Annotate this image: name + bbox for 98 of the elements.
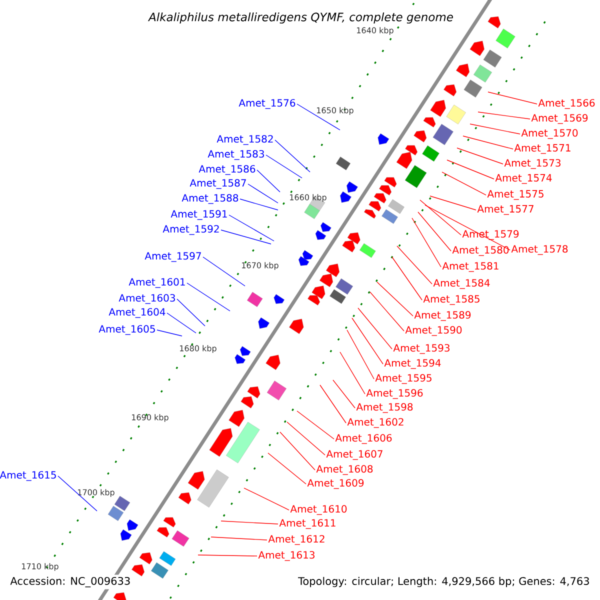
leader-line — [274, 140, 310, 172]
leader-line — [420, 200, 462, 236]
gene-label: Amet_1570 — [521, 129, 578, 139]
gene-label: Amet_1607 — [326, 450, 382, 460]
gene-label: Amet_1566 — [538, 99, 595, 109]
tick-label: 1640 kbp — [357, 27, 394, 35]
gene-label: Amet_1573 — [504, 159, 560, 169]
leader-line — [296, 410, 334, 440]
leader-line — [248, 184, 278, 204]
leader-line — [352, 318, 384, 364]
gene-label: Amet_1583 — [208, 150, 264, 160]
title: Alkaliphilus metalliredigens QYMF, complete genome — [146, 10, 456, 26]
leader-line — [202, 256, 246, 286]
gene-label: Amet_1578 — [511, 245, 568, 255]
gene-label: Amet_1612 — [268, 535, 324, 545]
leader-line — [370, 292, 404, 332]
gene-label: Amet_1590 — [405, 326, 462, 336]
leader-line — [220, 520, 278, 524]
leader-line — [244, 488, 290, 510]
leader-line — [240, 198, 278, 210]
leader-line — [478, 112, 530, 120]
leader-line — [446, 160, 494, 180]
leader-line — [210, 536, 268, 540]
gene-label: Amet_1606 — [335, 434, 392, 444]
leader-line — [392, 256, 422, 300]
leader-line — [430, 196, 476, 210]
leader-line — [296, 104, 340, 130]
tick-label: 1700 kbp — [78, 489, 114, 497]
genome-info-label: Topology: circular; Length: 4,929,566 bp; Genes: 4,763 — [296, 574, 592, 590]
leader-line — [220, 230, 272, 244]
leader-line — [198, 554, 258, 556]
leader-line — [256, 170, 280, 192]
gene-label: Amet_1603 — [118, 294, 175, 304]
gene-label: Amet_1608 — [316, 465, 373, 475]
tick-label: 1650 kbp — [317, 107, 354, 115]
gene-label: Amet_1595 — [375, 374, 432, 384]
leader-line — [412, 218, 442, 268]
gene-label: Amet_1605 — [98, 325, 155, 335]
leader-line — [156, 330, 182, 336]
gene-label: Amet_1571 — [514, 144, 570, 154]
leader-line — [332, 380, 356, 408]
gene-label: Amet_1586 — [198, 165, 256, 175]
tick-label: 1660 kbp — [290, 194, 326, 202]
leader-line — [166, 312, 196, 334]
gene-label: Amet_1594 — [384, 359, 441, 369]
gene-label: Amet_1584 — [433, 279, 490, 289]
leader-line — [456, 148, 504, 164]
gene-label: Amet_1581 — [442, 262, 498, 272]
leader-line — [418, 212, 452, 252]
gene-label: Amet_1601 — [128, 278, 185, 288]
tick-label: 1680 kbp — [180, 345, 216, 353]
leader-line — [358, 308, 392, 350]
accession-label: Accession: NC_009633 — [8, 574, 133, 590]
tick-label: 1670 kbp — [242, 262, 278, 270]
leader-line — [376, 282, 414, 316]
leader-line — [470, 124, 520, 134]
gene-label: Amet_1580 — [452, 246, 509, 256]
gene-label: Amet_1574 — [495, 174, 552, 184]
leader-line — [58, 476, 98, 512]
gene-label: Amet_1615 — [0, 471, 56, 481]
leader-line — [286, 422, 326, 456]
leader-line — [346, 330, 374, 380]
gene-label: Amet_1597 — [144, 252, 201, 262]
leader-line — [424, 204, 510, 250]
gene-label: Amet_1592 — [162, 225, 219, 235]
gene-label: Amet_1575 — [487, 190, 544, 200]
leader-line — [186, 282, 230, 312]
gene-label: Amet_1587 — [190, 179, 246, 189]
leader-line — [268, 452, 306, 484]
gene-label: Amet_1576 — [238, 99, 296, 109]
gene-label: Amet_1602 — [347, 418, 404, 428]
gene-label: Amet_1593 — [393, 344, 450, 354]
tick-label: 1710 kbp — [22, 563, 58, 571]
leader-line — [280, 432, 316, 470]
leader-line — [176, 298, 206, 326]
gene-label: Amet_1588 — [182, 194, 238, 204]
leader-line — [340, 352, 366, 394]
leader-line — [266, 154, 302, 178]
leader-line — [396, 246, 432, 284]
leader-line — [442, 172, 486, 196]
gene-label: Amet_1610 — [290, 505, 347, 515]
gene-label: Amet_1609 — [307, 479, 364, 489]
gene-label: Amet_1585 — [423, 295, 480, 305]
leader-line — [320, 384, 346, 424]
gene-label: Amet_1569 — [531, 114, 588, 124]
gene-label: Amet_1604 — [108, 308, 166, 318]
gene-label: Amet_1591 — [170, 210, 227, 220]
leader-line — [462, 136, 514, 150]
gene-label: Amet_1613 — [258, 551, 314, 561]
tick-label: 1690 kbp — [132, 414, 168, 422]
leader-line — [228, 214, 274, 242]
gene-label: Amet_1596 — [366, 389, 423, 399]
gene-label: Amet_1589 — [414, 311, 471, 321]
gene-label: Amet_1577 — [477, 205, 534, 215]
leader-line — [488, 92, 538, 104]
gene-label: Amet_1598 — [356, 403, 413, 413]
gene-label: Amet_1582 — [216, 135, 273, 145]
gene-label: Amet_1611 — [279, 519, 336, 529]
